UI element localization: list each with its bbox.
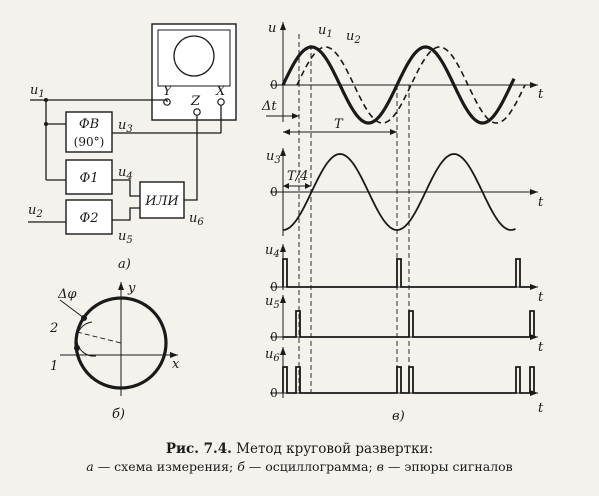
plot-u4-xlabel: t <box>538 290 544 305</box>
delta-t-label: Δt <box>261 99 277 114</box>
plot-u4-ylabel: u4 <box>265 243 280 260</box>
oscillogram-panel-label: б) <box>112 407 125 422</box>
plot-u-xlabel: t <box>538 87 544 102</box>
terminal-x-label: X <box>215 84 226 99</box>
former-f1-block <box>65 159 113 195</box>
measurement-scheme: Y Z X u1 ФВ (90°) u3 Ф1 u4 Ф2 u2 u5 ИЛИ <box>28 23 237 272</box>
u3-signal-label: u3 <box>118 118 133 135</box>
plot-u4-zero: 0 <box>270 280 278 294</box>
caption-a-text: — схема измерения; <box>93 459 238 474</box>
caption-b-text: — осциллограмма; <box>244 459 377 474</box>
curve-u2-label: u2 <box>346 29 361 46</box>
u5-signal-label: u5 <box>118 229 133 246</box>
oscilloscope-screen-circle <box>173 35 215 77</box>
oscillogram-y-label: y <box>127 281 136 296</box>
point-1-label: 1 <box>50 359 58 374</box>
oscillogram-radius <box>76 331 122 344</box>
scheme-panel-label: а) <box>118 257 131 272</box>
pulses-u5 <box>283 310 535 338</box>
timing-diagrams: u t 0 u1 u2 Δt T u3 t 0 T/4 u4 t 0 <box>261 21 544 424</box>
u1-input-label: u1 <box>30 83 45 100</box>
plot-u5-ylabel: u5 <box>265 294 280 311</box>
oscillogram-point-1 <box>74 345 80 351</box>
former-f2-label: Ф2 <box>79 211 98 226</box>
point-2-label: 2 <box>49 321 58 336</box>
terminal-z <box>193 108 201 116</box>
caption-c-letter: в <box>376 459 384 474</box>
curve-u1 <box>281 45 516 125</box>
caption-a-letter: а <box>86 459 94 474</box>
curve-u3 <box>282 153 516 231</box>
plot-u5-zero: 0 <box>270 330 278 344</box>
oscilloscope-screen <box>157 29 231 87</box>
wire-u5-to-or <box>112 207 140 221</box>
figure-caption: Рис. 7.4. Метод круговой развертки: а — … <box>0 440 599 476</box>
phase-shifter-block <box>65 111 113 153</box>
plot-u-ylabel: u <box>268 21 276 36</box>
former-f1-label: Ф1 <box>79 171 98 186</box>
quarter-period-label: T/4 <box>287 169 308 184</box>
oscillogram-x-label: x <box>172 357 180 372</box>
u2-input-label: u2 <box>28 203 43 220</box>
curve-u2 <box>296 46 526 124</box>
plot-u6-zero: 0 <box>270 386 278 400</box>
former-f2-block <box>65 199 113 235</box>
or-gate-block <box>139 181 185 219</box>
wire-u4-to-or <box>112 179 140 197</box>
oscillogram: x y Δφ 2 1 б) <box>49 281 180 422</box>
phase-label: Δφ <box>57 287 77 302</box>
u6-signal-label: u6 <box>189 211 204 228</box>
pulses-u6 <box>282 366 535 394</box>
caption-line-1: Рис. 7.4. Метод круговой развертки: <box>0 440 599 458</box>
caption-number: Рис. 7.4. <box>165 441 232 457</box>
curve-u1-label: u1 <box>318 23 333 40</box>
wire-u6-to-z <box>184 115 198 201</box>
caption-b-letter: б <box>237 459 245 474</box>
plot-u3-zero: 0 <box>270 185 278 199</box>
phase-shifter-label: ФВ <box>79 117 99 132</box>
terminal-x <box>217 98 225 106</box>
terminal-z-label: Z <box>190 94 201 109</box>
timing-panel-label: в) <box>392 409 405 424</box>
u4-signal-label: u4 <box>118 165 133 182</box>
oscillogram-circle <box>74 296 168 390</box>
pulses-u4 <box>282 258 532 288</box>
terminal-y-label: Y <box>163 84 173 99</box>
caption-line-2: а — схема измерения; б — осциллограмма; … <box>0 458 599 476</box>
period-label: T <box>334 117 344 132</box>
plot-u6-ylabel: u6 <box>265 347 280 364</box>
plot-u5-xlabel: t <box>538 340 544 355</box>
plot-u3-xlabel: t <box>538 195 544 210</box>
plot-u-zero: 0 <box>270 78 278 92</box>
caption-c-text: — эпюры сигналов <box>383 459 513 474</box>
plot-u6-xlabel: t <box>538 401 544 416</box>
phase-arc <box>76 321 97 357</box>
phase-shifter-angle: (90°) <box>74 135 105 149</box>
or-gate-label: ИЛИ <box>144 194 179 209</box>
plot-u3-ylabel: u3 <box>266 149 281 166</box>
caption-title: Метод круговой развертки: <box>231 441 434 457</box>
